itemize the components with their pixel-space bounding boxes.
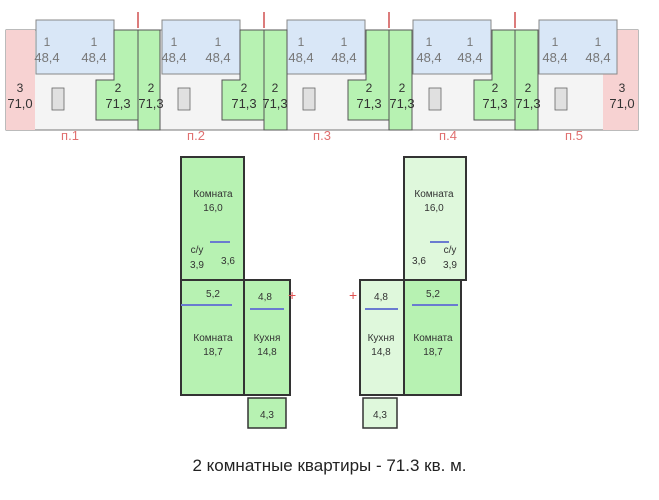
plan-label: 3,6 — [221, 256, 235, 267]
entrance-label: п.2 — [187, 128, 205, 143]
strip-unit-area: 48,4 — [34, 50, 59, 65]
strip-unit-rooms: 1 — [215, 35, 222, 49]
plan-label: 5,2 — [426, 289, 440, 300]
strip-unit-rooms: 1 — [171, 35, 178, 49]
strip-unit-rooms: 2 — [399, 81, 406, 95]
stair-5 — [554, 87, 568, 111]
plan-right-room-bottom — [403, 279, 462, 396]
strip-unit-area: 71,3 — [138, 96, 163, 111]
strip-unit-area: 71,3 — [389, 96, 414, 111]
entrance-label: п.1 — [61, 128, 79, 143]
strip-unit-area: 71,0 — [7, 96, 32, 111]
plan-label: 3,6 — [412, 256, 426, 267]
plan-label: 18,7 — [203, 347, 223, 358]
plan-left-room-bottom — [180, 279, 245, 396]
plan-label: 14,8 — [371, 347, 391, 358]
plan-label: 4,8 — [374, 292, 388, 303]
strip-unit-rooms: 2 — [148, 81, 155, 95]
unit-green-2-bg — [137, 29, 161, 131]
unit-green-6-bg — [388, 29, 413, 131]
strip-unit-rooms: 3 — [619, 81, 626, 95]
plan-right-door-mark: + — [349, 287, 357, 303]
plan-label: Комната — [193, 189, 233, 200]
strip-unit-area: 71,3 — [105, 96, 130, 111]
plan-left-kitchen — [243, 279, 291, 396]
plan-label: с/у — [191, 245, 204, 256]
caption: 2 комнатные квартиры - 71.3 кв. м. — [192, 456, 467, 475]
plan-right-balcony — [362, 397, 398, 429]
plan-label: Комната — [414, 189, 454, 200]
stair-3 — [302, 87, 316, 111]
unit-pair-1-bg — [35, 19, 115, 75]
plan-label: 16,0 — [424, 203, 444, 214]
strip-unit-area: 71,3 — [515, 96, 540, 111]
strip-unit-area: 71,3 — [482, 96, 507, 111]
strip-unit-rooms: 1 — [552, 35, 559, 49]
plan-label: Кухня — [254, 333, 281, 344]
entrance-label: п.3 — [313, 128, 331, 143]
strip-unit-area: 48,4 — [288, 50, 313, 65]
strip-unit-area: 48,4 — [331, 50, 356, 65]
strip-unit-rooms: 2 — [115, 81, 122, 95]
strip-unit-labels: 371,0148,4148,4271,3271,3148,4148,4271,3… — [7, 35, 634, 111]
strip-unit-area: 71,3 — [356, 96, 381, 111]
unit-end-left-bg — [6, 30, 35, 130]
plan-label: 16,0 — [203, 203, 223, 214]
unit-pair-4-bg — [412, 19, 492, 75]
stair-4 — [428, 87, 442, 111]
plan-label: 5,2 — [206, 289, 220, 300]
unit-pair-2-bg — [161, 19, 241, 75]
stair-1 — [51, 87, 65, 111]
entrance-label: п.4 — [439, 128, 457, 143]
strip-unit-area: 48,4 — [161, 50, 186, 65]
building-floor-strip: 371,0148,4148,4271,3271,3148,4148,4271,3… — [5, 12, 639, 143]
plan-label: 18,7 — [423, 347, 443, 358]
plan-label: 4,3 — [260, 410, 274, 421]
strip-unit-rooms: 2 — [272, 81, 279, 95]
strip-unit-rooms: 1 — [341, 35, 348, 49]
plan-label: 3,9 — [190, 260, 204, 271]
strip-unit-rooms: 1 — [426, 35, 433, 49]
plan-label: 14,8 — [257, 347, 277, 358]
strip-unit-area: 48,4 — [81, 50, 106, 65]
plan-left-door-mark: + — [288, 287, 296, 303]
plan-label: 4,8 — [258, 292, 272, 303]
strip-unit-rooms: 2 — [366, 81, 373, 95]
strip-unit-area: 71,3 — [262, 96, 287, 111]
strip-unit-rooms: 2 — [241, 81, 248, 95]
strip-unit-area: 48,4 — [585, 50, 610, 65]
strip-unit-area: 48,4 — [416, 50, 441, 65]
plan-label: 3,9 — [443, 260, 457, 271]
plan-right: + Комната16,0с/у3,93,65,24,8Комната18,7К… — [349, 156, 467, 429]
strip-unit-area: 71,3 — [231, 96, 256, 111]
plan-label: с/у — [444, 245, 457, 256]
strip-unit-rooms: 1 — [467, 35, 474, 49]
strip-unit-rooms: 3 — [17, 81, 24, 95]
entrance-labels: п.1 п.2 п.3 п.4 п.5 — [61, 128, 583, 143]
unit-pair-3-bg — [286, 19, 366, 75]
stair-2 — [177, 87, 191, 111]
strip-unit-rooms: 1 — [91, 35, 98, 49]
unit-green-4-bg — [263, 29, 288, 131]
strip-unit-rooms: 1 — [595, 35, 602, 49]
strip-unit-rooms: 2 — [492, 81, 499, 95]
plan-left-balcony — [247, 397, 287, 429]
strip-unit-rooms: 2 — [525, 81, 532, 95]
strip-unit-area: 48,4 — [205, 50, 230, 65]
unit-green-8-bg — [514, 29, 539, 131]
strip-unit-area: 48,4 — [542, 50, 567, 65]
strip-unit-rooms: 1 — [298, 35, 305, 49]
plan-right-kitchen — [359, 279, 405, 396]
unit-pair-5-bg — [538, 19, 618, 75]
strip-unit-rooms: 1 — [44, 35, 51, 49]
strip-unit-area: 48,4 — [457, 50, 482, 65]
entrance-label: п.5 — [565, 128, 583, 143]
plan-label: Комната — [193, 333, 233, 344]
plan-label: Кухня — [368, 333, 395, 344]
plan-label: Комната — [413, 333, 453, 344]
strip-unit-area: 71,0 — [609, 96, 634, 111]
plan-label: 4,3 — [373, 410, 387, 421]
